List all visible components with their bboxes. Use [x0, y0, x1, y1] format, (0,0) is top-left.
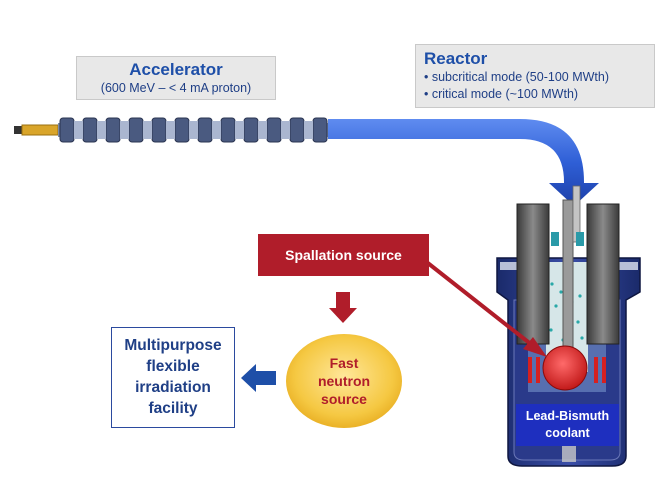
- accelerator-beamline: [14, 117, 328, 143]
- fast-neutron-line: Fast: [329, 355, 359, 371]
- facility-line: flexible: [146, 358, 200, 375]
- facility-line: facility: [148, 400, 198, 417]
- accelerator-subtitle: (600 MeV – < 4 mA proton): [100, 81, 252, 95]
- reactor-title: Reactor: [424, 49, 488, 68]
- facility-line: irradiation: [135, 379, 211, 396]
- fast-neutron-source-label: Fast neutron source: [288, 354, 400, 408]
- fast-neutron-line: neutron: [317, 373, 371, 389]
- spallation-source-label: Spallation source: [285, 247, 402, 263]
- spallation-down-arrow: [329, 292, 357, 323]
- coolant-line: Lead-Bismuth: [525, 409, 610, 423]
- reactor-critical-mode: • critical mode (~100 MWth): [424, 87, 579, 101]
- spallation-to-core-arrow: [422, 258, 534, 347]
- irradiation-facility-box: Multipurpose flexible irradiation facili…: [111, 327, 235, 428]
- fast-to-facility-arrow: [241, 364, 276, 392]
- coolant-label-box: Lead-Bismuth coolant: [516, 404, 619, 446]
- facility-line: Multipurpose: [124, 337, 222, 354]
- reactor-label-box: Reactor • subcritical mode (50-100 MWth)…: [415, 44, 655, 108]
- accelerator-title: Accelerator: [129, 60, 223, 79]
- fast-neutron-line: source: [321, 391, 367, 407]
- coolant-line: coolant: [545, 426, 590, 440]
- fast-neutron-source-ellipse: [286, 334, 402, 428]
- reactor-subcritical-mode: • subcritical mode (50-100 MWth): [424, 70, 609, 84]
- beam-arrow: [328, 119, 599, 206]
- accelerator-label-box: Accelerator (600 MeV – < 4 mA proton): [76, 56, 276, 100]
- spallation-source-box: Spallation source: [258, 234, 429, 276]
- reactor-core: [542, 345, 588, 391]
